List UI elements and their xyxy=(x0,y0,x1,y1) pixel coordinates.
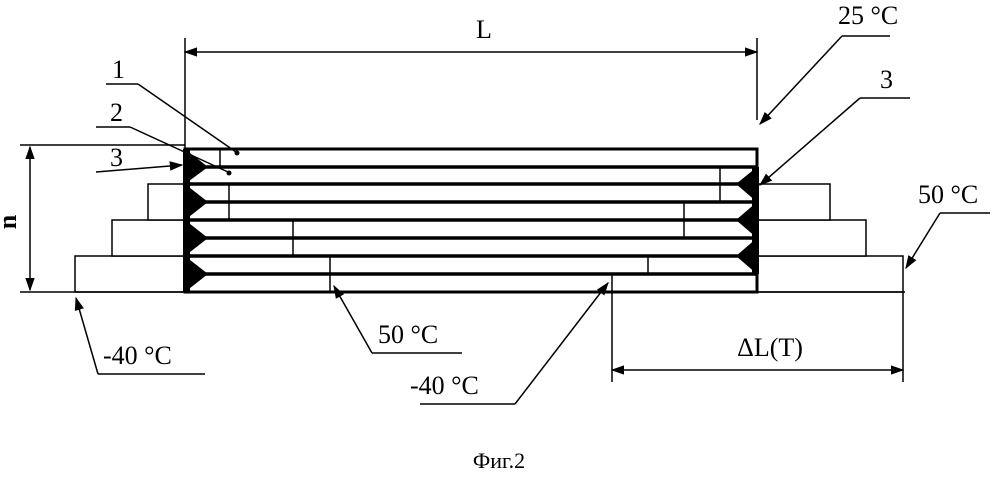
leader-minus40-bottom: -40 °C xyxy=(410,283,608,404)
leader-minus40-left: -40 °C xyxy=(76,298,205,374)
temp-50-right-label: 50 °C xyxy=(918,180,978,209)
temp-50-bottom-label: 50 °C xyxy=(378,320,438,349)
temp-minus40-bottom-label: -40 °C xyxy=(410,371,479,400)
leader-ref-3-right: 3 xyxy=(760,65,910,185)
n-label: n xyxy=(0,214,22,229)
leader-ref-3-left: 3 xyxy=(96,143,182,172)
delta-l-label: ΔL(T) xyxy=(737,333,803,362)
temp-minus40-left-label: -40 °C xyxy=(103,341,172,370)
ref-1-label: 1 xyxy=(112,55,125,84)
ref-3-right-label: 3 xyxy=(880,65,893,94)
n-dimension: n xyxy=(0,147,30,290)
leader-ref-1: 1 xyxy=(106,55,240,156)
ref-2-label: 2 xyxy=(110,98,123,127)
temp-25-label: 25 °C xyxy=(838,1,898,30)
laminate-stack xyxy=(185,149,757,292)
leader-25c: 25 °C xyxy=(760,1,898,124)
length-dimension: L xyxy=(185,15,757,149)
right-end-clamps xyxy=(736,167,759,274)
ref-3-left-label: 3 xyxy=(110,143,123,172)
figure-caption: Фиг.2 xyxy=(473,448,525,473)
leader-50c-bottom: 50 °C xyxy=(334,286,462,353)
delta-l-dimension: ΔL(T) xyxy=(612,292,903,382)
length-label: L xyxy=(476,15,492,44)
leader-50c-right: 50 °C xyxy=(906,180,990,268)
